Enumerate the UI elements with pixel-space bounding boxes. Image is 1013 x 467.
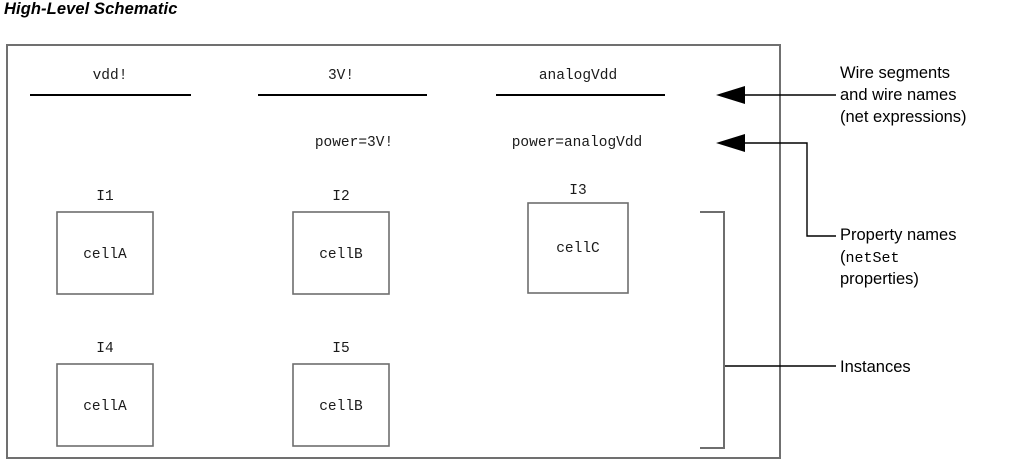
instance-i3-id: I3: [569, 183, 586, 199]
instance-i3-box[interactable]: [527, 202, 629, 294]
annotation-wire-segments-line-1: and wire names: [840, 86, 956, 104]
annotation-property-names-code-token: netSet: [846, 250, 900, 267]
annotation-wire-segments-line-0: Wire segments: [840, 64, 950, 82]
analogvdd-wire-label: analogVdd: [539, 68, 617, 84]
instance-i2-id: I2: [332, 189, 349, 205]
annotation-wire-segments-arrow-icon: [716, 86, 745, 104]
property-analogvdd: power=analogVdd: [512, 135, 643, 151]
instance-i4-cell-name: cellA: [83, 399, 127, 415]
instance-i2-cell-name: cellB: [319, 247, 363, 263]
instance-i5-cell-name: cellB: [319, 399, 363, 415]
instance-i4-box[interactable]: [56, 363, 154, 447]
net-properties-group: power=3V! power=analogVdd: [315, 135, 642, 151]
instance-i5-id: I5: [332, 341, 349, 357]
wire-segments-group: vdd! 3V! analogVdd: [30, 68, 665, 96]
annotation-wire-segments-line-2: (net expressions): [840, 108, 967, 126]
annotation-instances-bracket: [700, 211, 725, 449]
instance-i1-cell-name: cellA: [83, 247, 127, 263]
instance-i1-box[interactable]: [56, 211, 154, 295]
vdd-wire-label: vdd!: [93, 68, 128, 84]
annotations-group: Wire segments and wire names (net expressi…: [700, 64, 967, 449]
annotation-property-names-line-0: Property names: [840, 226, 956, 244]
instance-i4-id: I4: [96, 341, 113, 357]
instance-i1-id: I1: [96, 189, 113, 205]
3v-wire-label: 3V!: [328, 68, 354, 84]
annotation-property-names-line-1: (netSet: [840, 248, 900, 267]
annotation-property-names-line-2: properties): [840, 270, 919, 288]
instance-i3-cell-name: cellC: [556, 241, 600, 257]
instance-i2-box[interactable]: [292, 211, 390, 295]
annotation-instances-line-0: Instances: [840, 358, 911, 376]
annotation-property-names-arrow-icon: [716, 134, 745, 152]
annotation-property-names-leader: [745, 142, 836, 237]
instance-i5-box[interactable]: [292, 363, 390, 447]
instances-group: I1 cellA I2 cellB I3 cellC I4 cellA I5 cellB: [56, 183, 629, 447]
figure-title: High-Level Schematic: [4, 0, 178, 18]
property-3v: power=3V!: [315, 135, 393, 151]
schematic-frame: [6, 44, 781, 459]
